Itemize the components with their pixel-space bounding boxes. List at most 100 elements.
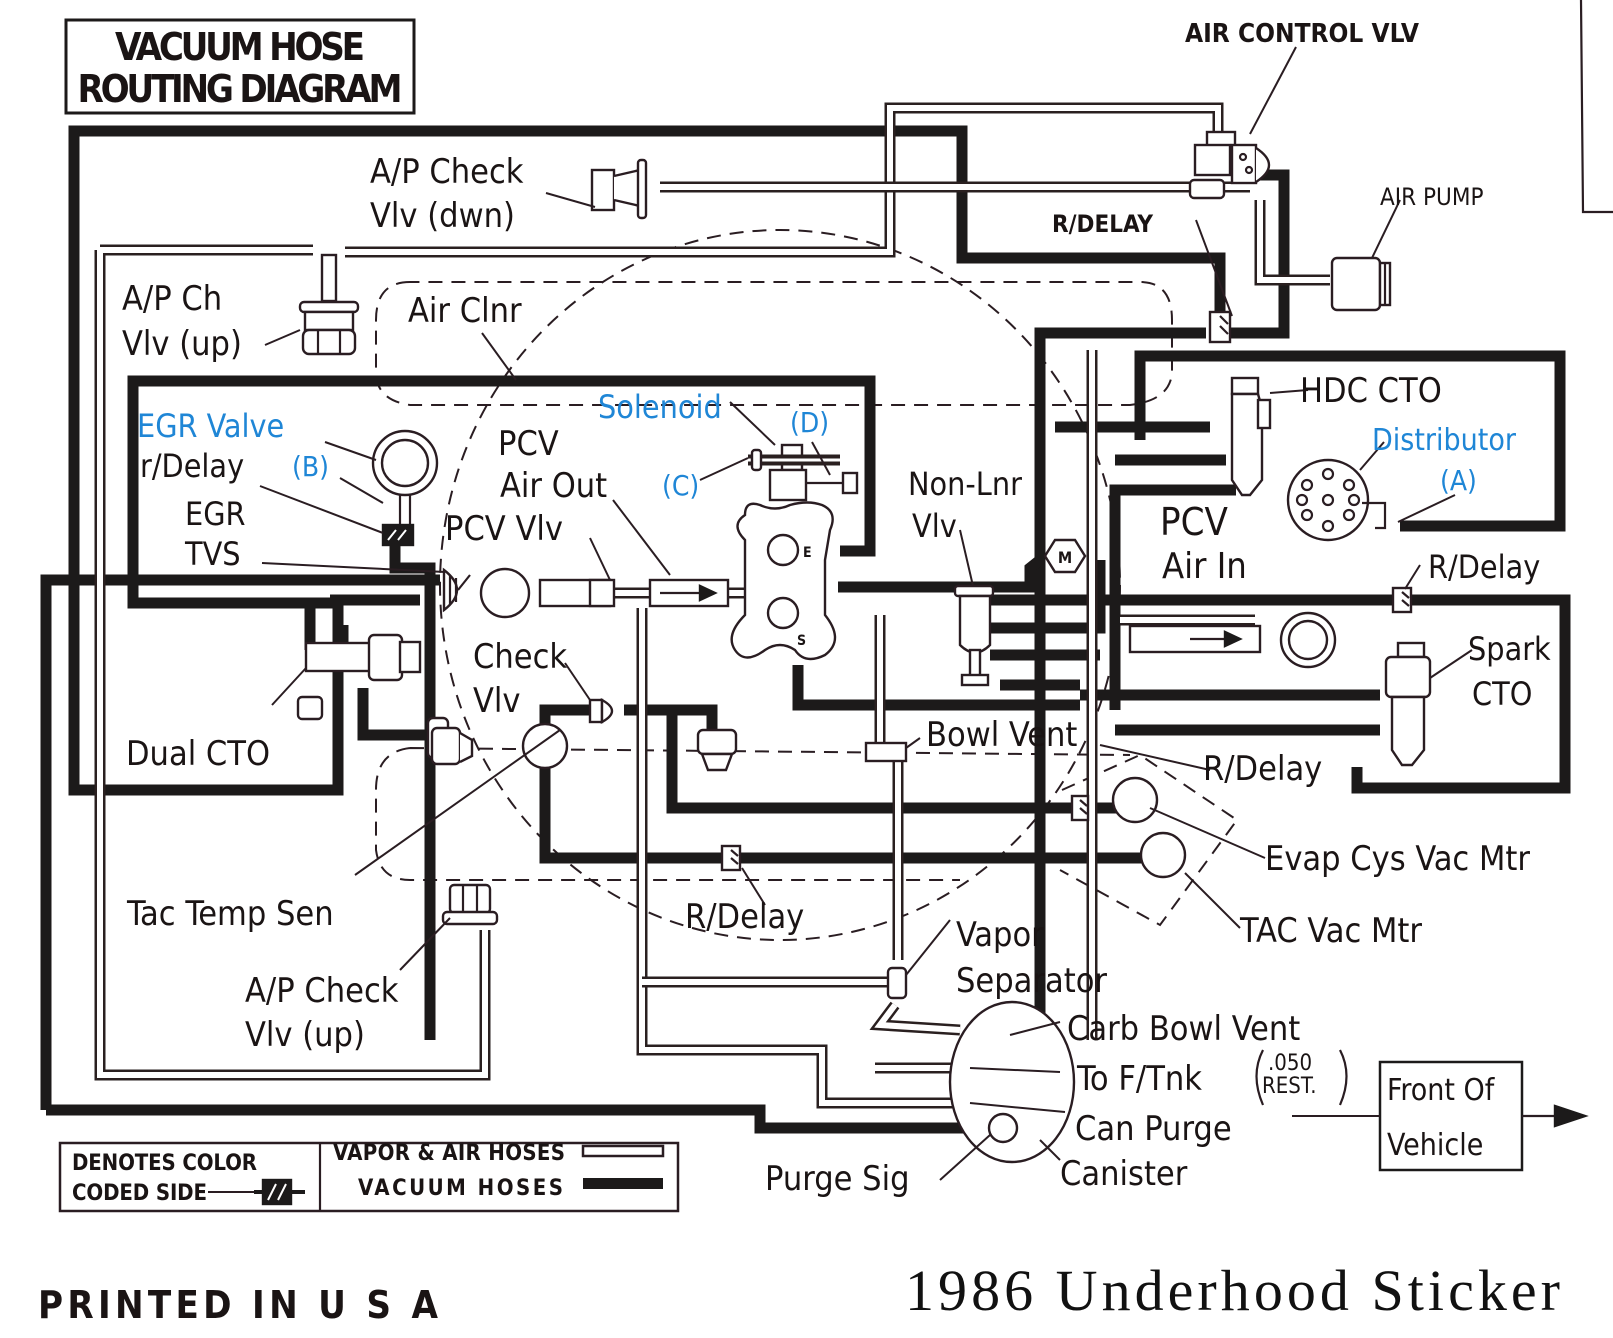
vacuum-hose-evap-motor (666, 712, 1072, 814)
label-distributor-a-tag: (A) (1440, 464, 1477, 497)
label-pcv-air-in-1: PCV (1160, 500, 1228, 544)
ap-check-valve-up-bottom (441, 883, 499, 926)
vacuum-hose-swatch (583, 1178, 663, 1189)
r-delay-valve-evap (1070, 794, 1090, 822)
label-pcv-air-in-2: Air In (1162, 546, 1247, 587)
label-spark-cto-1: Spark (1468, 630, 1551, 668)
vacuum-hose-tac-bottom (539, 752, 722, 864)
arrow-right-icon (1553, 1104, 1589, 1128)
title-frame (64, 18, 416, 115)
title-box: VACUUM HOSE ROUTING DIAGRAM (64, 18, 416, 115)
label-can-purge: Can Purge (1075, 1109, 1232, 1149)
label-r-delay-mid: R/Delay (1203, 749, 1322, 789)
title-line1: VACUUM HOSE (115, 25, 365, 69)
label-bowl-vent: Bowl Vent (926, 715, 1077, 755)
label-purge-sig: Purge Sig (765, 1159, 910, 1199)
vacuum-hose-non-lnr-1 (990, 560, 1106, 634)
ap-check-valve-dwn (590, 158, 648, 220)
legend-frame (58, 1141, 680, 1213)
r-delay-valve-top (1208, 310, 1232, 344)
label-vapor-1: Vapor (956, 915, 1044, 955)
vacuum-hose-carb-s (792, 665, 1080, 711)
distributor (1286, 458, 1387, 542)
label-vehicle: Vehicle (1387, 1128, 1483, 1163)
carb-port-s: S (797, 633, 806, 649)
label-egr-b-tag: (B) (292, 450, 329, 483)
label-pcv-air-out-2: Air Out (500, 466, 607, 506)
adjacent-frame (1579, 0, 1613, 214)
label-tac-vac-mtr: TAC Vac Mtr (1239, 911, 1422, 951)
label-pcv-vlv: PCV Vlv (445, 509, 563, 549)
svg-text:M: M (1058, 548, 1072, 567)
vacuum-hose-distributor-loop (1134, 350, 1566, 532)
vacuum-hose-purge-signal (46, 1104, 970, 1134)
label-to-f-tnk: To F/Tnk (1076, 1059, 1202, 1099)
vacuum-hose-air-control (862, 125, 1226, 318)
label-rest-1: .050 (1268, 1051, 1312, 1076)
front-of-vehicle-box (1292, 1060, 1589, 1172)
vacuum-hoses (40, 125, 1571, 1134)
vacuum-hose-check-valve-out (624, 704, 718, 730)
vacuum-hose-carb-port (838, 555, 1044, 593)
title-line2: ROUTING DIAGRAM (78, 67, 403, 111)
leader-lines (259, 46, 1473, 1181)
non-linear-valve (953, 584, 995, 687)
components: E S M (296, 130, 1589, 1172)
label-hdc-cto: HDC CTO (1300, 371, 1442, 411)
canister (948, 1000, 1076, 1164)
tac-vac-motor (1139, 831, 1187, 879)
spark-cto (1384, 641, 1432, 767)
vacuum-hose-left-main (40, 574, 440, 1110)
vacuum-hose-center-vertical (1034, 327, 1206, 1030)
egr-tvs (442, 567, 471, 613)
vacuum-motor-m: M (1043, 538, 1087, 574)
label-solenoid-c-tag: (C) (662, 469, 699, 502)
tac-housing-outline (1059, 753, 1239, 927)
rest-parentheses (1255, 1049, 1348, 1106)
label-r-delay-bottom: R/Delay (685, 897, 804, 937)
carb-port-e: E (803, 545, 812, 561)
label-vapor-2: Separator (956, 961, 1107, 1001)
vapor-separator (886, 966, 908, 1000)
hdc-cto (1230, 376, 1272, 497)
vacuum-hose-egr-tvs (389, 545, 436, 1040)
legend: DENOTES COLOR CODED SIDE VAPOR & AIR HOS… (58, 1141, 680, 1213)
label-tac-temp-sen: Tac Temp Sen (126, 894, 334, 934)
vacuum-hose-outer-loop (68, 125, 900, 796)
air-hose-air-pump (1254, 200, 1330, 286)
legend-color-coded-1: DENOTES COLOR (72, 1151, 257, 1176)
label-air-clnr: Air Clnr (408, 291, 522, 331)
legend-color-coded-2: CODED SIDE (72, 1181, 207, 1206)
label-ap-check-dwn-2: Vlv (dwn) (370, 196, 515, 236)
pcv-valve (479, 567, 730, 619)
bowl-vent-fitting (864, 741, 908, 763)
label-check-vlv-2: Vlv (473, 681, 521, 721)
pcv-air-in (1128, 611, 1337, 669)
solenoid (748, 443, 859, 502)
evap-vac-motor (1111, 776, 1159, 824)
air-pump (1330, 256, 1392, 312)
air-cleaner-upper-outline (375, 281, 1173, 406)
label-solenoid: Solenoid (598, 388, 722, 426)
printed-in-usa: PRINTED IN U S A (38, 1283, 439, 1327)
label-dual-cto: Dual CTO (126, 734, 270, 774)
label-non-lnr-1: Non-Lnr (908, 465, 1022, 503)
label-egr-tvs-1: EGR (185, 495, 246, 533)
label-evap-vac-mtr: Evap Cys Vac Mtr (1265, 839, 1530, 879)
label-air-control-vlv: AIR CONTROL VLV (1185, 19, 1419, 49)
label-distributor: Distributor (1372, 423, 1517, 458)
label-r-delay-top: R/DELAY (1052, 210, 1153, 238)
label-solenoid-d-tag: (D) (790, 406, 829, 439)
egr-valve (371, 429, 439, 547)
label-check-vlv-1: Check (473, 637, 567, 677)
legend-vapor-air: VAPOR & AIR HOSES (333, 1141, 565, 1166)
label-ap-check-up-1: A/P Check (245, 971, 399, 1011)
label-rest-2: REST. (1262, 1074, 1317, 1099)
label-pcv-air-out-1: PCV (498, 424, 559, 464)
label-air-pump: AIR PUMP (1380, 183, 1483, 211)
air-control-valve (1188, 130, 1271, 200)
label-spark-cto-2: CTO (1472, 675, 1532, 713)
label-egr-valve: EGR Valve (137, 407, 284, 445)
vacuum-hose-spark-loop (1351, 594, 1571, 794)
